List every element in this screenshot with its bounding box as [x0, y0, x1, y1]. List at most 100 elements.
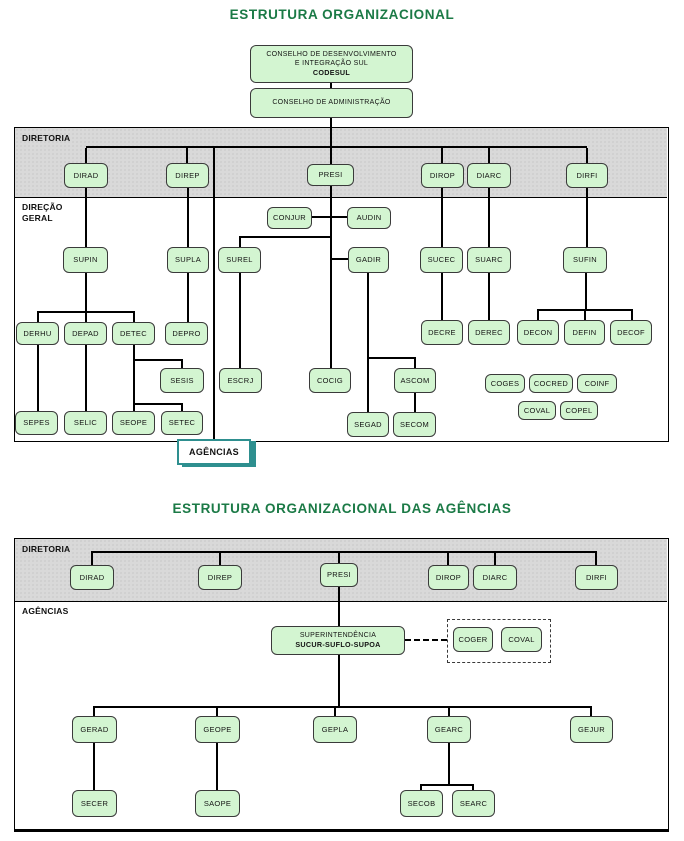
connector-line — [133, 313, 135, 322]
org-box-escrj: ESCRJ — [219, 368, 262, 393]
connector-line — [338, 655, 340, 707]
connector-line — [181, 405, 183, 411]
org-box-cocig: COCIG — [309, 368, 351, 393]
org-box-coger: COGER — [453, 627, 493, 652]
diagram2-band-label: DIRETORIA — [22, 544, 71, 554]
org-box-conselho-administracao: CONSELHO DE ADMINISTRAÇÃO — [250, 88, 413, 118]
connector-line — [133, 359, 183, 361]
org-box-surel: SUREL — [218, 247, 261, 273]
org-box-supin: SUPIN — [63, 247, 108, 273]
org-box-dirfi: DIRFI — [575, 565, 618, 590]
agencias-tab: AGÊNCIAS — [177, 439, 251, 465]
connector-line — [338, 587, 340, 626]
org-box-geope: GEOPE — [195, 716, 240, 743]
org-box-sesis: SESIS — [160, 368, 204, 393]
org-box-decof: DECOF — [610, 320, 652, 345]
org-box-dirfi: DIRFI — [566, 163, 608, 188]
connector-line — [85, 188, 87, 247]
org-box-sepes: SEPES — [15, 411, 58, 435]
org-box-decre: DECRE — [421, 320, 463, 345]
connector-line — [585, 273, 587, 310]
connector-line — [584, 311, 586, 320]
org-box-saope: SAOPE — [195, 790, 240, 817]
connector-line — [367, 357, 416, 359]
org-box-text: E INTEGRAÇÃO SUL — [294, 60, 369, 68]
connector-line — [414, 393, 416, 412]
connector-line — [595, 553, 597, 565]
org-box-presi: PRESI — [320, 563, 358, 587]
section-label-line: DIREÇÃO — [22, 202, 63, 212]
connector-line — [133, 405, 135, 411]
org-box-text: CONSELHO DE DESENVOLVIMENTO — [266, 51, 397, 59]
connector-line — [85, 345, 87, 411]
org-box-cocred: COCRED — [529, 374, 573, 393]
diagram2-section-label: AGÊNCIAS — [22, 606, 68, 617]
connector-line — [334, 708, 336, 716]
org-box-conjur: CONJUR — [267, 207, 312, 229]
connector-line — [537, 311, 539, 320]
org-box-sucec: SUCEC — [420, 247, 463, 273]
org-box-text: CODESUL — [312, 68, 351, 78]
connector-line — [537, 309, 633, 311]
connector-line — [590, 708, 592, 716]
org-box-gerad: GERAD — [72, 716, 117, 743]
connector-line — [93, 708, 95, 716]
org-box-sufin: SUFIN — [563, 247, 607, 273]
connector-line — [586, 148, 588, 163]
org-box-dirop: DIROP — [421, 163, 464, 188]
connector-line — [239, 273, 241, 368]
org-box-defin: DEFIN — [564, 320, 605, 345]
org-box-copel: COPEL — [560, 401, 598, 420]
org-box-suarc: SUARC — [467, 247, 511, 273]
connector-line — [216, 743, 218, 790]
connector-line — [85, 273, 87, 322]
connector-line — [488, 148, 490, 163]
org-box-setec: SETEC — [161, 411, 203, 435]
org-box-segad: SEGAD — [347, 412, 389, 437]
connector-line — [133, 345, 135, 405]
org-box-coges: COGES — [485, 374, 525, 393]
connector-line — [216, 708, 218, 716]
org-box-gadir: GADIR — [348, 247, 389, 273]
org-box-text: SUPERINTENDÊNCIA — [299, 632, 377, 640]
connector-line — [187, 273, 189, 322]
connector-line — [186, 148, 188, 163]
connector-line — [213, 148, 215, 439]
diagram1-title: ESTRUTURA ORGANIZACIONAL — [229, 7, 455, 22]
org-box-text: CONSELHO DE ADMINISTRAÇÃO — [272, 99, 391, 107]
org-box-dirop: DIROP — [428, 565, 469, 590]
connector-line — [631, 311, 633, 320]
connector-line — [91, 551, 597, 553]
org-box-gepla: GEPLA — [313, 716, 357, 743]
section-label-line: AGÊNCIAS — [22, 606, 69, 616]
org-box-dirad: DIRAD — [70, 565, 114, 590]
org-box-derec: DEREC — [468, 320, 510, 345]
connector-line — [338, 553, 340, 563]
org-box-selic: SELIC — [64, 411, 107, 435]
diagram1-section-label: DIREÇÃO GERAL — [22, 202, 63, 223]
org-box-coval: COVAL — [501, 627, 542, 652]
org-box-gejur: GEJUR — [570, 716, 613, 743]
diagram2-frame — [14, 538, 669, 832]
connector-line — [405, 639, 447, 641]
org-box-diarc: DIARC — [473, 565, 517, 590]
diagram1-frame — [14, 127, 669, 442]
org-box-dirad: DIRAD — [64, 163, 108, 188]
connector-line — [312, 216, 347, 218]
diagram1-diretoria-band — [15, 128, 667, 198]
connector-line — [330, 186, 332, 368]
org-box-gearc: GEARC — [427, 716, 471, 743]
connector-line — [494, 553, 496, 565]
org-box-seope: SEOPE — [112, 411, 155, 435]
org-box-text: SUCUR-SUFLO-SUPOA — [295, 640, 381, 650]
connector-line — [239, 236, 332, 238]
dashed-group-outline — [447, 619, 551, 663]
connector-line — [447, 553, 449, 565]
org-box-diarc: DIARC — [467, 163, 511, 188]
connector-line — [586, 188, 588, 247]
org-box-secom: SECOM — [393, 412, 436, 437]
org-box-direp: DIREP — [198, 565, 242, 590]
